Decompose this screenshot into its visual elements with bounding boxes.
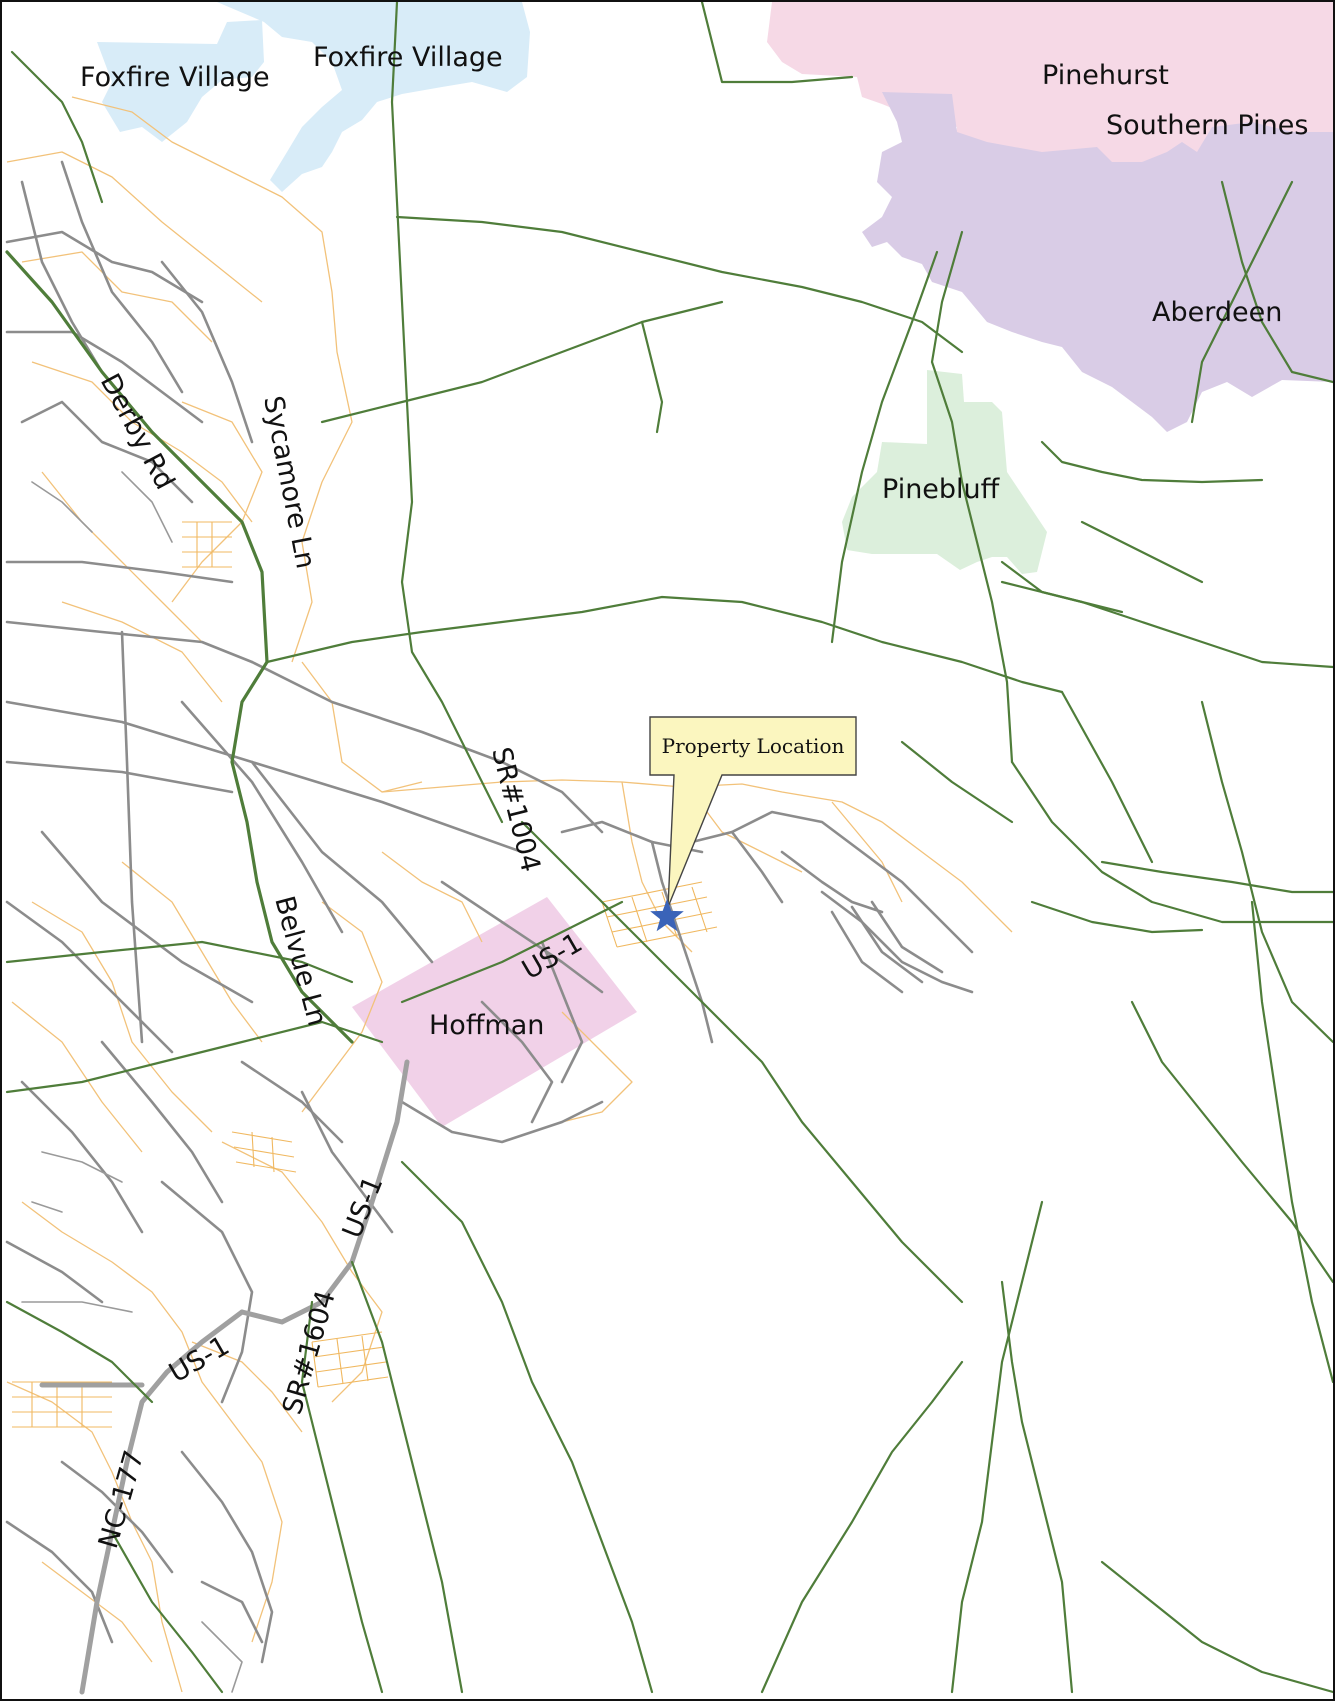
- area-southern-pines-aberdeen: [862, 92, 1333, 432]
- label-sycamore-ln: Sycamore Ln: [257, 393, 321, 571]
- place-labels: Foxfire Village Foxfire Village Pinehurs…: [80, 42, 1308, 1041]
- area-hoffman: [352, 897, 637, 1127]
- label-foxfire-village-west: Foxfire Village: [80, 62, 270, 93]
- label-us-1-south: US-1: [164, 1330, 235, 1389]
- label-pinehurst: Pinehurst: [1042, 60, 1169, 91]
- callout-label: Property Location: [662, 734, 845, 758]
- label-southern-pines: Southern Pines: [1106, 110, 1308, 141]
- area-foxfire-village-east: [217, 2, 530, 192]
- parcel-cluster-west: [12, 521, 297, 1428]
- area-pinehurst: [767, 2, 1333, 177]
- area-foxfire-village-west: [97, 20, 264, 142]
- parcel-cluster-us1-south: [311, 1331, 389, 1388]
- label-aberdeen: Aberdeen: [1152, 297, 1282, 328]
- label-sr-1004: SR#1004: [485, 744, 546, 875]
- star-icon: [650, 899, 684, 932]
- parcel-lines: [6, 96, 1013, 1693]
- area-pinebluff: [842, 370, 1047, 574]
- label-belvue-ln: Belvue Ln: [268, 893, 332, 1030]
- label-hoffman: Hoffman: [429, 1010, 544, 1041]
- label-pinebluff: Pinebluff: [882, 474, 1001, 505]
- label-us-1-middle: US-1: [337, 1172, 390, 1243]
- label-derby-rd: Derby Rd: [94, 369, 181, 495]
- local-roads: [5, 160, 974, 1695]
- property-callout: Property Location: [649, 716, 857, 908]
- municipal-areas: [97, 2, 1333, 1127]
- major-roads: [5, 2, 1333, 1694]
- label-nc-177: NC-177: [93, 1447, 150, 1552]
- label-sr-1604: SR#1604: [277, 1287, 342, 1418]
- callout-box: [649, 716, 857, 908]
- label-foxfire-village-east: Foxfire Village: [313, 42, 503, 73]
